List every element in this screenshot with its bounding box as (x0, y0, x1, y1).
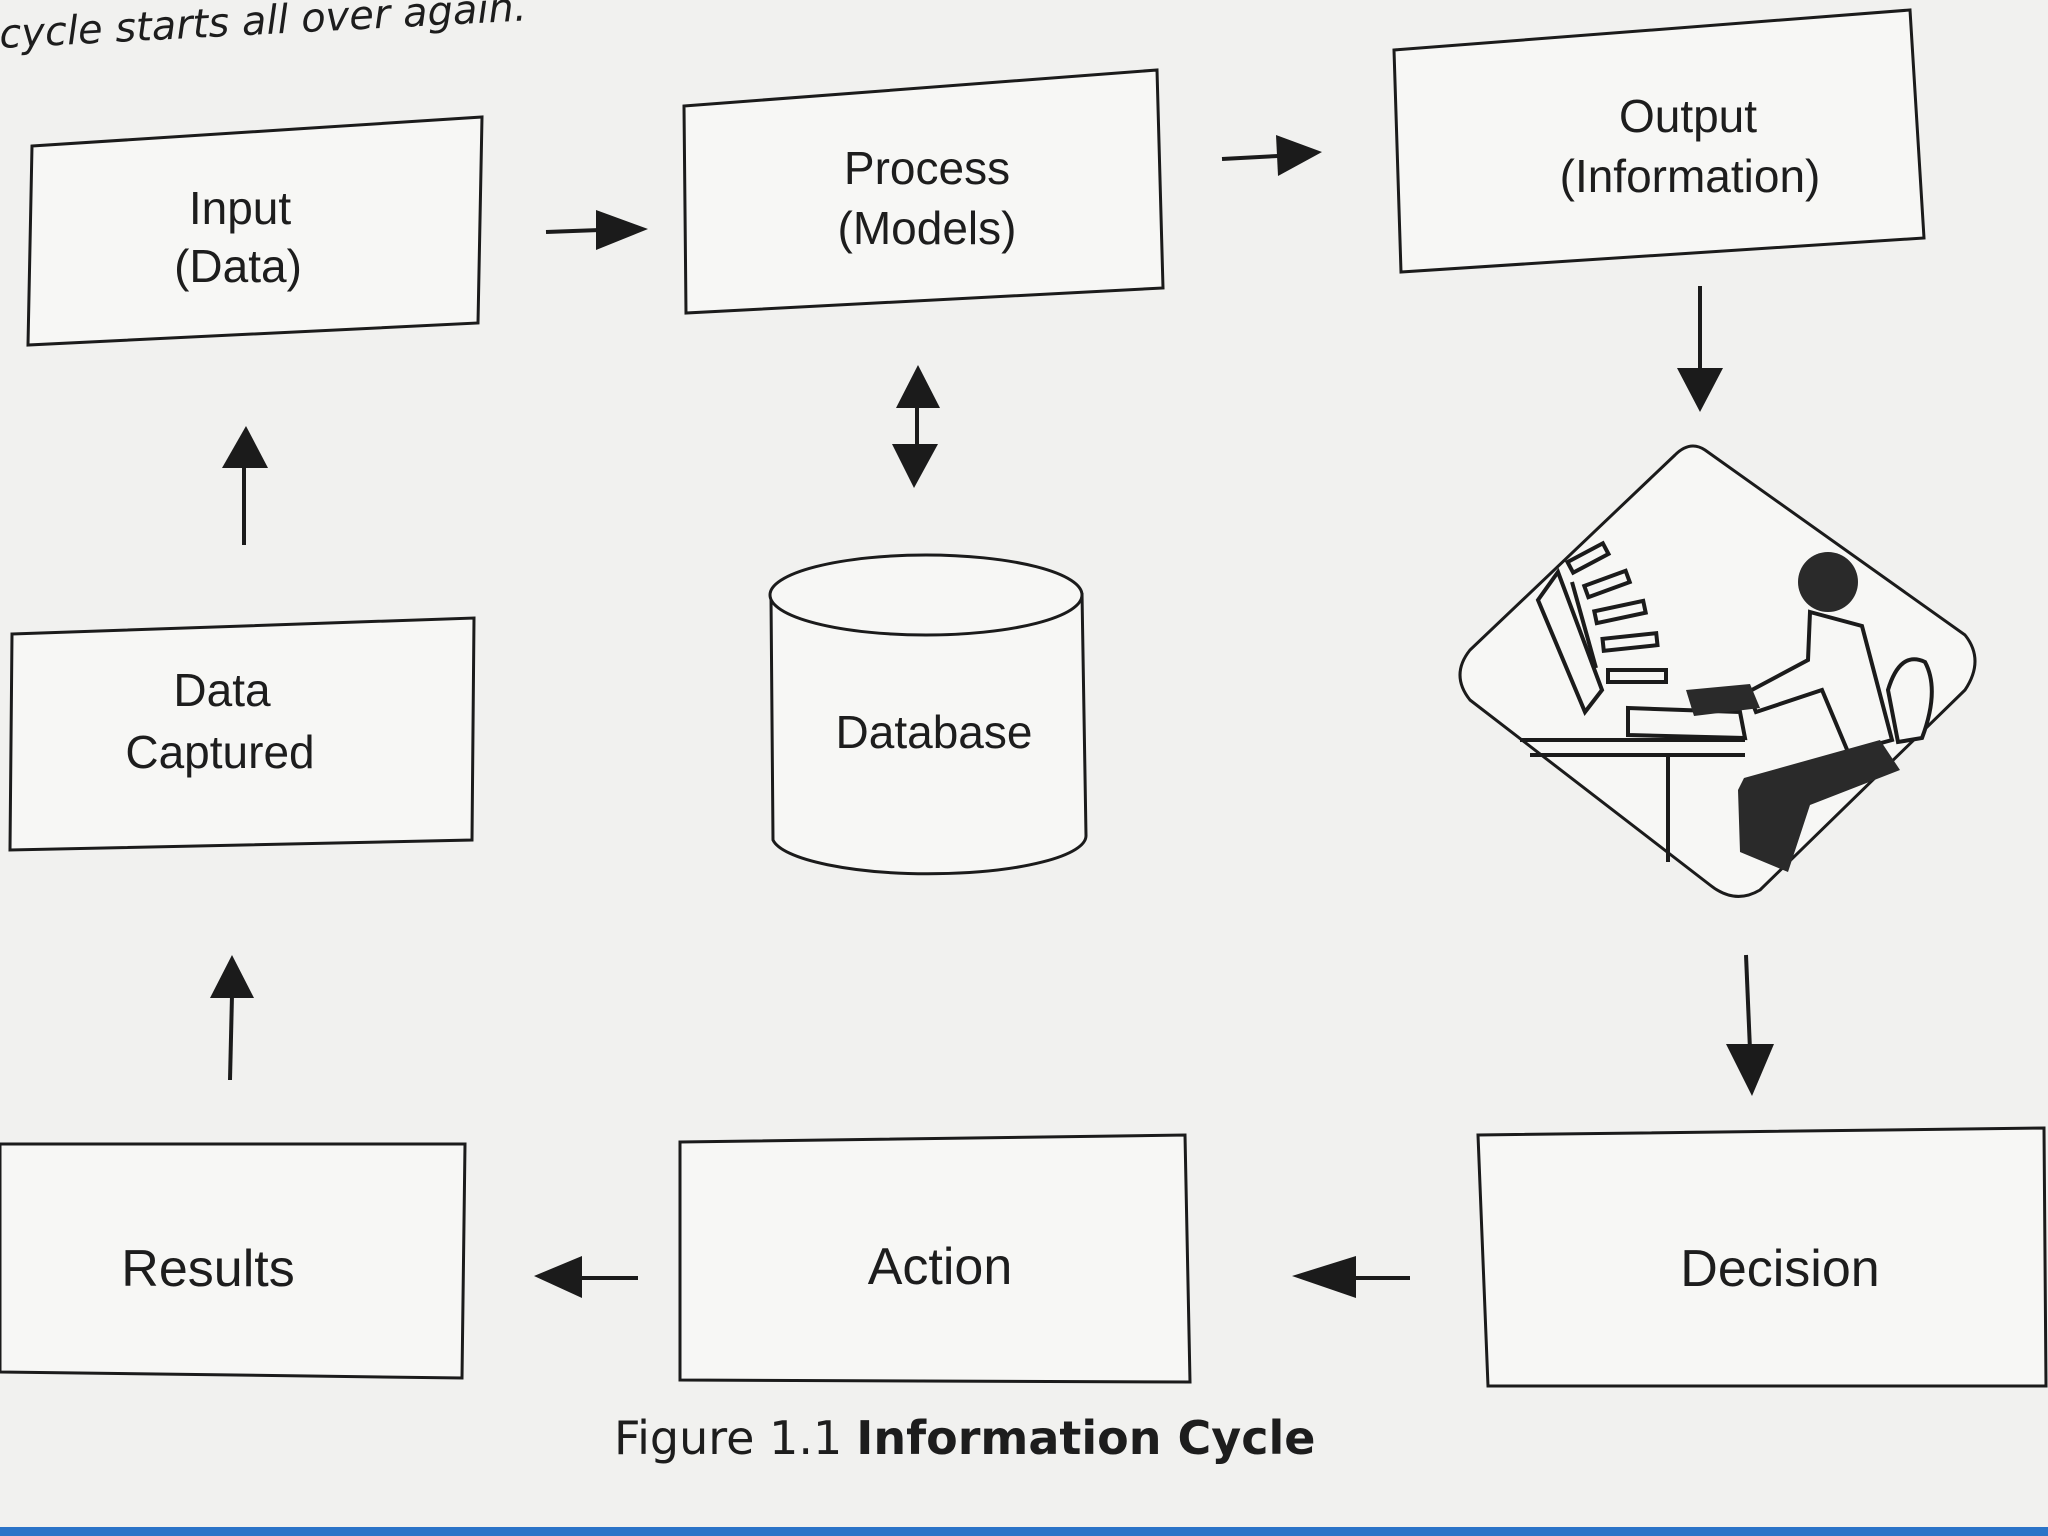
arrow-input-to-process (545, 210, 648, 250)
data-captured-label-line2: Captured (125, 726, 314, 778)
output-label-line1: Output (1619, 90, 1757, 142)
input-node: Input (Data) (26, 115, 484, 347)
results-node: Results (0, 1142, 467, 1380)
figure-caption: Figure 1.1 Information Cycle (614, 1411, 1315, 1465)
output-label-line2: (Information) (1560, 150, 1821, 202)
database-label: Database (836, 706, 1033, 758)
decision-label: Decision (1680, 1240, 1879, 1298)
arrow-process-database-bidirectional (892, 365, 940, 488)
bottom-accent-bar (0, 1527, 2048, 1536)
arrows (210, 135, 1774, 1298)
process-box (682, 68, 1165, 315)
data-captured-box (8, 616, 476, 852)
database-node: Database (768, 553, 1088, 876)
arrow-decision-to-action (1292, 1256, 1410, 1298)
person-at-computer-icon (1520, 540, 1934, 872)
arrow-action-to-results (534, 1256, 638, 1298)
action-box (678, 1133, 1192, 1384)
action-label: Action (868, 1238, 1013, 1296)
arrow-output-to-illustration (1677, 286, 1723, 412)
results-label: Results (121, 1240, 294, 1298)
arrow-illustration-to-decision (1726, 954, 1774, 1096)
figure-caption-prefix: Figure 1.1 (614, 1411, 842, 1465)
output-box (1392, 8, 1926, 274)
decision-box (1476, 1126, 2048, 1388)
arrow-data-captured-to-input (222, 426, 268, 545)
data-captured-node: Data Captured (8, 616, 476, 852)
input-label-line2: (Data) (174, 240, 302, 292)
process-label-line2: (Models) (838, 202, 1017, 254)
input-label-line1: Input (189, 182, 292, 234)
output-node: Output (Information) (1392, 8, 1926, 274)
input-box (26, 115, 484, 347)
decision-maker-illustration (1458, 444, 1977, 898)
process-label-line1: Process (844, 142, 1010, 194)
figure-caption-title: Information Cycle (856, 1411, 1315, 1465)
arrow-results-to-data-captured (210, 955, 254, 1081)
process-node: Process (Models) (682, 68, 1165, 315)
database-cylinder-body (769, 592, 1088, 876)
database-cylinder-top (768, 553, 1084, 637)
intro-text: cycle starts all over again. (0, 0, 528, 58)
arrow-process-to-output (1221, 135, 1322, 176)
decision-node: Decision (1476, 1126, 2048, 1388)
action-node: Action (678, 1133, 1192, 1384)
results-box (0, 1142, 467, 1380)
data-captured-label-line1: Data (173, 664, 271, 716)
